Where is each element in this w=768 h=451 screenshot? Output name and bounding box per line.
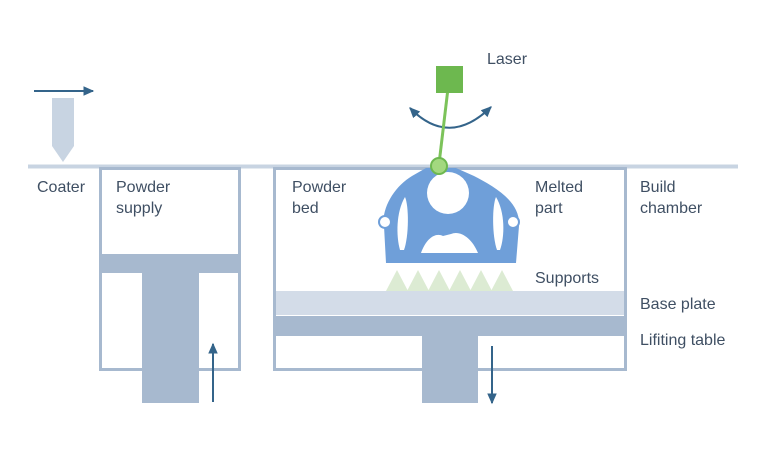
support-spike xyxy=(491,270,513,291)
build-chamber-label-line1: Build xyxy=(640,179,676,196)
lifting-table-label: Lifiting table xyxy=(640,332,726,349)
base-plate xyxy=(276,291,624,315)
supports-label: Supports xyxy=(535,270,600,287)
support-spike xyxy=(449,270,471,291)
coater-blade xyxy=(52,98,74,162)
part-hole-bottom xyxy=(421,232,478,253)
part-right-knob xyxy=(506,215,520,229)
part-left-slot xyxy=(397,197,408,250)
powder-supply-label-line1: Powder xyxy=(116,179,171,196)
laser xyxy=(409,66,492,175)
laser-focus-point xyxy=(430,157,448,175)
support-spike xyxy=(470,270,492,291)
laser-scan-arc xyxy=(409,106,492,129)
lifting-table-rod xyxy=(422,336,478,403)
supports xyxy=(386,270,513,291)
powder-bed-label-line2: bed xyxy=(292,200,319,217)
melted-part-body xyxy=(383,168,520,263)
melted-part-label-line2: part xyxy=(535,200,563,217)
laser-beam xyxy=(437,79,451,165)
coater xyxy=(34,86,95,162)
support-spike xyxy=(386,270,408,291)
powder-bed-label-line1: Powder xyxy=(292,179,347,196)
powder-supply-piston-rod xyxy=(142,254,199,403)
laser-head xyxy=(436,66,463,93)
powder-supply-chamber xyxy=(99,167,241,403)
support-spike xyxy=(428,270,450,291)
coater-label: Coater xyxy=(37,179,86,196)
part-hole-top xyxy=(427,172,469,214)
lifting-table xyxy=(276,316,624,336)
base-plate-label: Base plate xyxy=(640,296,716,313)
melted-part-label-line1: Melted xyxy=(535,179,584,196)
build-chamber-label-line2: chamber xyxy=(640,200,703,217)
part-left-knob xyxy=(378,215,392,229)
powder-supply-label-line2: supply xyxy=(116,200,163,217)
melted-part xyxy=(378,168,520,263)
support-spike xyxy=(407,270,429,291)
build-chamber xyxy=(273,167,627,405)
part-right-slot xyxy=(493,197,504,250)
laser-label: Laser xyxy=(487,51,528,68)
